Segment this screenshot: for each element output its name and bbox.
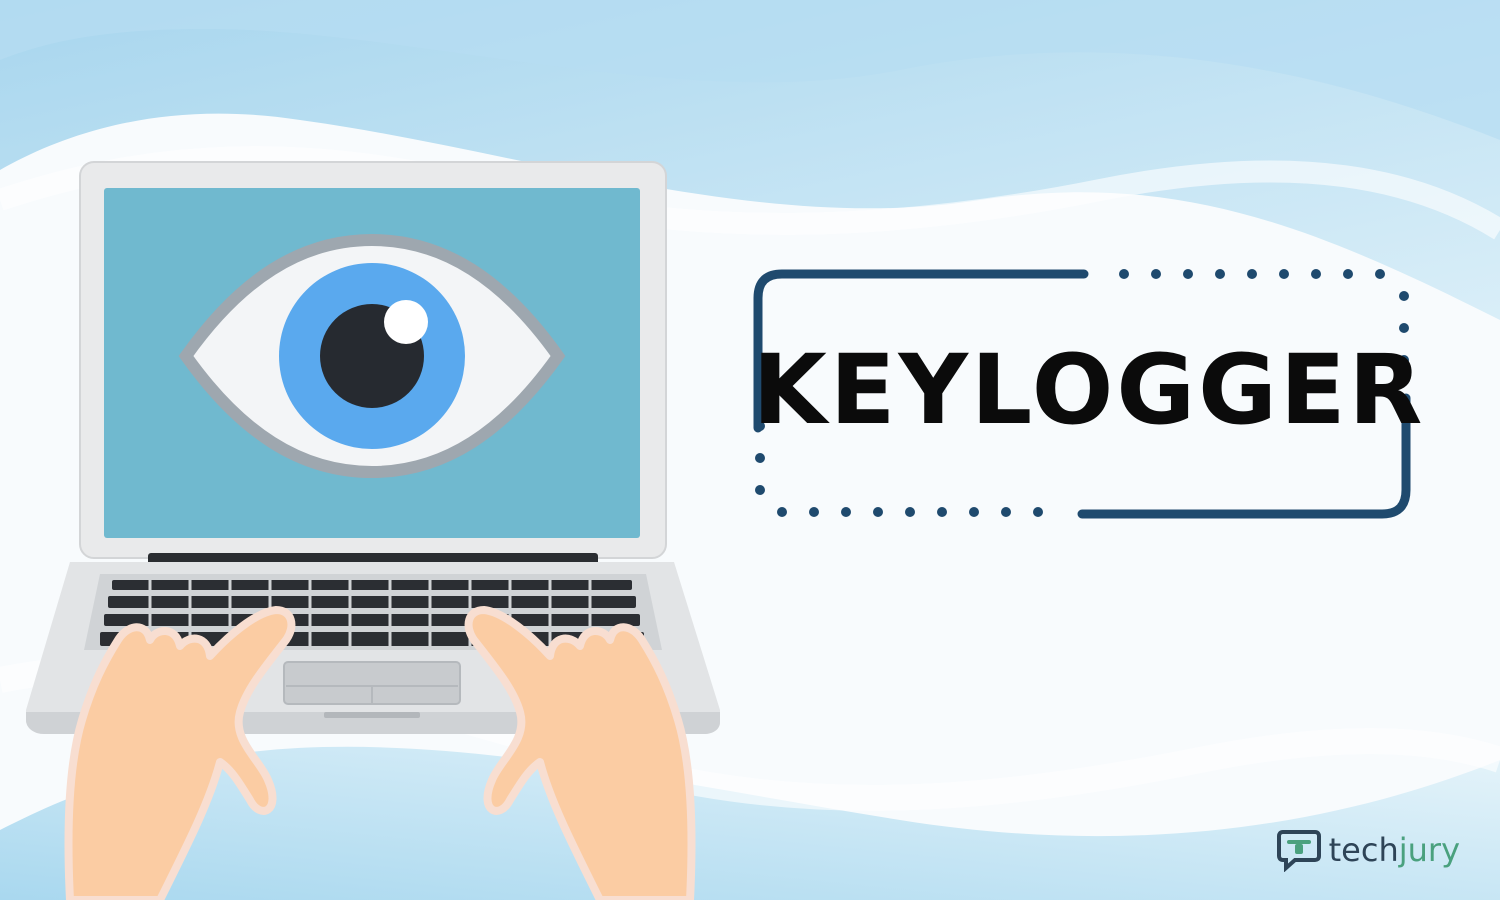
brand-text-jury: jury <box>1398 831 1460 869</box>
eye-icon <box>178 233 566 479</box>
brand-text-tech: tech <box>1328 831 1399 869</box>
right-hand-icon <box>464 606 696 900</box>
left-hand-icon <box>64 606 296 900</box>
headline: KEYLOGGER <box>752 334 1426 446</box>
chat-bubble-icon <box>1276 830 1321 872</box>
title-frame <box>753 269 1411 519</box>
brand-logo: techjury <box>1276 828 1460 872</box>
